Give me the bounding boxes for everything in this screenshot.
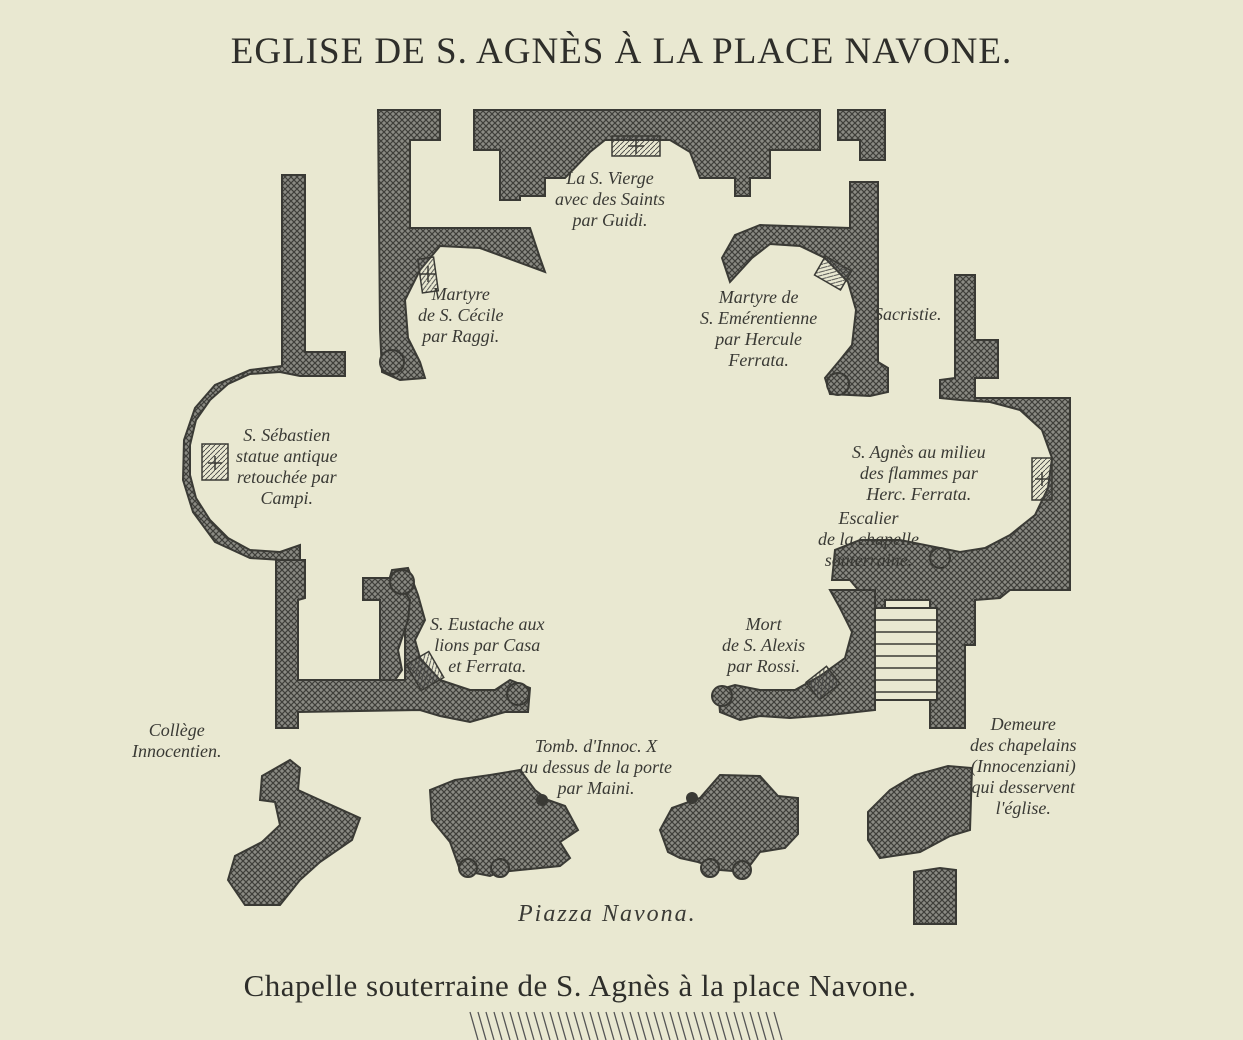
label-line: Demeure <box>990 714 1056 734</box>
label-piazza: Piazza Navona. <box>518 901 697 927</box>
label-line: avec des Saints <box>555 189 665 209</box>
building-demeure <box>867 764 974 860</box>
hatched-rule <box>469 1011 783 1040</box>
label-sacristie: Sacristie. <box>874 304 942 324</box>
label-line: Campi. <box>260 488 313 508</box>
label-line: des flammes par <box>859 463 978 483</box>
wall-right-upper <box>720 181 889 398</box>
label-line: Collège <box>148 720 205 740</box>
wall-top-apse <box>473 109 821 201</box>
wall-top-left-pier <box>376 109 547 382</box>
label-line: par Raggi. <box>422 326 500 346</box>
label-alexis: Mort de S. Alexis par Rossi. <box>722 614 805 677</box>
label-line: S. Emérentienne <box>700 308 818 328</box>
plate-title: EGLISE DE S. AGNÈS À LA PLACE NAVONE. <box>230 31 1013 72</box>
label-line: par Maini. <box>557 778 635 798</box>
label-emerentienne: Martyre de S. Emérentienne par Hercule F… <box>700 287 817 371</box>
building-small-block <box>913 866 957 925</box>
label-line: Innocentien. <box>132 741 222 761</box>
label-line: de la chapelle <box>818 529 919 549</box>
staircase <box>874 607 938 701</box>
wall-left-upper <box>181 174 346 576</box>
label-agnes-flammes: S. Agnès au milieu des flammes par Herc.… <box>852 442 986 505</box>
label-line: de S. Cécile <box>418 305 504 325</box>
label-line: S. Agnès au milieu <box>852 442 986 462</box>
label-line: Martyre de <box>718 287 799 307</box>
label-line: de S. Alexis <box>722 635 806 655</box>
label-line: Martyre <box>431 284 490 304</box>
plate-caption: Chapelle souterraine de S. Agnès à la pl… <box>243 968 917 1003</box>
label-line: retouchée par <box>236 467 337 487</box>
label-line: S. Eustache aux <box>430 614 545 634</box>
label-line: Tomb. d'Innoc. X <box>534 736 658 756</box>
label-line: souterraine. <box>824 550 913 570</box>
label-line: Mort <box>745 614 782 634</box>
label-line: au dessus de la porte <box>520 757 672 777</box>
label-line: Escalier <box>838 508 899 528</box>
label-demeure: Demeure des chapelains (Innocenziani) qu… <box>970 714 1076 819</box>
label-sebastien: S. Sébastien statue antique retouchée pa… <box>236 425 338 509</box>
label-college: Collège Innocentien. <box>132 720 221 762</box>
label-line: Herc. Ferrata. <box>866 484 972 504</box>
building-right-gate <box>658 773 799 874</box>
label-line: l'église. <box>995 798 1051 818</box>
label-line: (Innocenziani) <box>970 756 1076 776</box>
label-line: qui desservent <box>971 777 1075 797</box>
label-line: par Guidi. <box>572 210 648 230</box>
label-line: Ferrata. <box>728 350 789 370</box>
label-line: S. Sébastien <box>243 425 331 445</box>
label-line: statue antique <box>236 446 338 466</box>
label-escalier: Escalier de la chapelle souterraine. <box>818 508 919 571</box>
label-line: et Ferrata. <box>448 656 527 676</box>
label-cecile: Martyre de S. Cécile par Raggi. <box>418 284 503 347</box>
label-vierge: La S. Vierge avec des Saints par Guidi. <box>555 168 665 231</box>
label-line: La S. Vierge <box>566 168 654 188</box>
label-line: par Rossi. <box>727 656 801 676</box>
building-collegio <box>226 758 362 906</box>
label-line: des chapelains <box>970 735 1077 755</box>
label-tomb: Tomb. d'Innoc. X au dessus de la porte p… <box>520 736 672 799</box>
label-line: par Hercule <box>715 329 803 349</box>
label-eustache: S. Eustache aux lions par Casa et Ferrat… <box>430 614 544 677</box>
wall-top-right-pier <box>837 109 886 161</box>
label-line: lions par Casa <box>434 635 541 655</box>
